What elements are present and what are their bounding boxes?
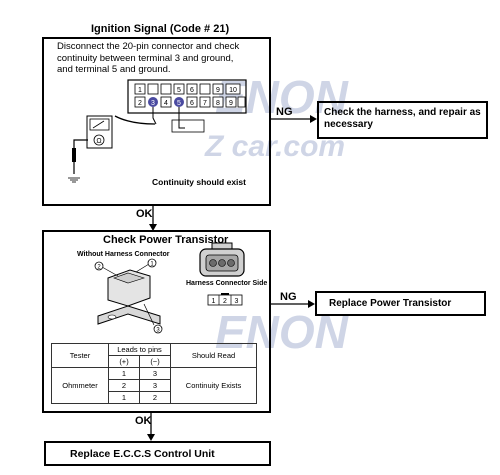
step1-instruction-line: continuity between terminal 3 and ground… [57,52,234,64]
power-transistor-diagram: 2 1 3 [94,258,163,334]
final-box-text: Replace E.C.C.S Control Unit [70,448,215,460]
terminal-label: 2 [97,265,101,271]
continuity-table: Tester Leads to pins Should Read (+) (−)… [51,343,257,404]
step1-result: Continuity should exist [152,177,246,187]
connector-pin [199,83,211,95]
connector-pin [173,83,185,95]
connector-pin-label: 6 [190,87,194,94]
harness-pin-label: 2 [223,298,227,305]
connector-pin [147,83,159,95]
terminal-label: 1 [150,262,154,268]
table-cell: 1 [108,367,140,380]
step2-box [42,230,271,413]
connector-pin-label: 9 [229,100,233,107]
terminal-callout [147,258,157,268]
table-cell-result: Continuity Exists [170,367,257,404]
ground-icon [68,177,80,183]
table-header-tester: Tester [51,343,109,368]
final-box [44,441,271,466]
connector-pin-label: 9 [216,87,220,94]
ohmmeter-icon: Ω [86,115,113,149]
step2-ng-label: NG [280,291,297,303]
table-row: 2 3 [52,379,257,392]
terminal-label: 3 [156,328,160,334]
connector-pin [199,96,211,108]
connector-pin [160,96,172,108]
harness-pin-layout: 1 2 3 [207,293,243,306]
connector-pin-label: 3 [151,100,155,107]
svg-text:Ω: Ω [96,138,101,145]
ng-box-check-harness-text: Check the harness, and repair as necessa… [324,107,481,131]
connector-pin [237,96,246,108]
table-header-should-read: Should Read [170,343,257,368]
connector-pin-label: 5 [177,87,181,94]
connector-pin-label: 6 [190,100,194,107]
step1-instruction-line: and terminal 5 and ground. [57,64,171,75]
table-cell-tester: Ohmmeter [51,367,109,404]
table-header-leads: Leads to pins [108,343,171,356]
table-cell: 2 [108,379,140,392]
ng-box1-line: necessary [324,119,373,130]
watermark-top-sub: Z car.com [205,130,346,163]
connector-pin [134,83,146,95]
harness-pin-label: 1 [212,298,216,305]
table-cell: 3 [139,379,171,392]
connector-pin [225,96,237,108]
step1-box [42,37,271,206]
table-row: Ohmmeter 1 3 Continuity Exists [51,367,257,404]
connector-pin-label: 5 [177,100,181,107]
step2-ok-label: OK [135,415,152,427]
connector-pin-label: 2 [138,100,142,107]
ng-box1-line: Check the harness, and repair as [324,107,481,118]
harness-connector-icon [199,242,245,277]
connector-pin-label: 8 [216,100,220,107]
terminal-callout [153,324,163,334]
table-cell: 2 [139,391,171,404]
step1-connector-diagram: 1 5 6 9 10 2 3 4 5 6 7 8 9 [68,79,247,183]
step2-title: Check Power Transistor [103,234,229,246]
step1-instruction-line: Disconnect the 20-pin connector and chec… [57,41,240,52]
connector-pin [186,83,198,95]
ng-box-check-harness [317,101,488,139]
step1-ok-label: OK [136,208,153,220]
ng-box-replace-transistor-text: Replace Power Transistor [329,298,452,309]
connector-pin [134,96,146,108]
step1-instruction: Disconnect the 20-pin connector and chec… [57,41,257,76]
connector-pin-label: 1 [138,87,142,94]
connector-pin [212,83,224,95]
connector-pin [212,96,224,108]
table-cell: 1 [108,391,140,404]
table-row: 1 2 [52,391,257,404]
harness-side-label: Harness Connector Side [186,280,268,287]
connector-pin [186,96,198,108]
table-header-plus: (+) [108,355,140,368]
connector-pin-label: 7 [203,100,207,107]
highlighted-pin [174,97,184,107]
connector-pin-label: 4 [164,100,168,107]
without-harness-label: Without Harness Connector [77,251,170,258]
table-header-minus: (−) [139,355,171,368]
connector-pin [160,83,172,95]
terminal-callout [94,261,104,271]
connector-pin [225,83,241,95]
step1-title: Ignition Signal (Code # 21) [91,23,230,35]
harness-pin-label: 3 [235,298,239,305]
step1-ng-label: NG [276,106,293,118]
highlighted-pin [148,97,158,107]
ng-box-replace-transistor [315,291,486,316]
table-cell: 3 [139,367,171,380]
connector-pin-label: 10 [229,87,237,94]
